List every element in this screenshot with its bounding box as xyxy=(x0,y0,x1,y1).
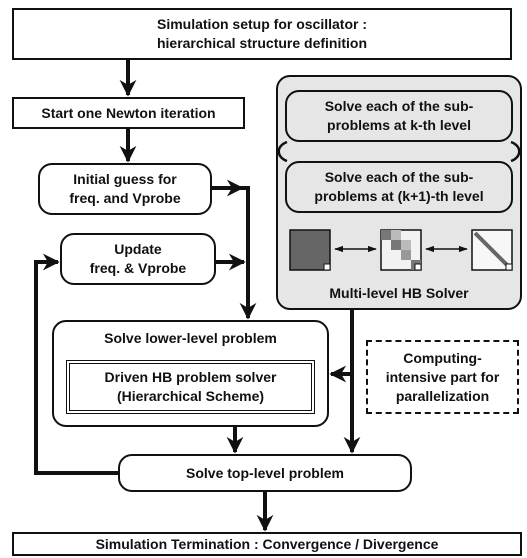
termination-label: Simulation Termination : Convergence / D… xyxy=(95,535,439,552)
solve-k-box: Solve each of the sub- problems at k-th … xyxy=(285,90,513,142)
top-level-label: Solve top-level problem xyxy=(186,464,344,481)
initial-guess-line-1: Initial guess for xyxy=(73,171,177,187)
newton-box: Start one Newton iteration xyxy=(12,97,245,129)
update-box: Update freq. & Vprobe xyxy=(60,233,216,285)
termination-box: Simulation Termination : Convergence / D… xyxy=(12,532,522,556)
computing-line-3: parallelization xyxy=(395,387,490,404)
solve-k-line-1: Solve each of the sub- xyxy=(324,98,474,114)
top-level-box: Solve top-level problem xyxy=(118,454,412,492)
solve-k1-box: Solve each of the sub- problems at (k+1)… xyxy=(285,161,513,213)
initial-guess-box: Initial guess for freq. and Vprobe xyxy=(38,163,212,215)
computing-line-1: Computing- xyxy=(403,349,482,366)
computing-line-2: intensive part for xyxy=(385,368,500,385)
setup-line-1: Simulation setup for oscillator : xyxy=(156,16,368,32)
level-brace-right xyxy=(510,140,521,163)
level-brace-left xyxy=(277,140,288,163)
matrix-icon-block xyxy=(380,229,422,271)
solve-k1-line-1: Solve each of the sub- xyxy=(324,169,474,185)
update-line-1: Update xyxy=(114,241,162,257)
arrow-feedback-loop xyxy=(34,253,118,475)
update-line-2: freq. & Vprobe xyxy=(89,260,187,276)
solve-k1-line-2: problems at (k+1)-th level xyxy=(314,188,484,204)
multilevel-hb-label: Multi-level HB Solver xyxy=(329,285,469,301)
matrix-icon-coarse xyxy=(289,229,331,271)
matrix-icon-diagonal xyxy=(471,229,513,271)
driven-hb-line-1: Driven HB problem solver xyxy=(104,369,277,385)
line-guess-down xyxy=(212,186,257,320)
setup-box: Simulation setup for oscillator : hierar… xyxy=(12,8,512,60)
lower-level-label: Solve lower-level problem xyxy=(104,330,277,346)
solve-k-line-2: problems at k-th level xyxy=(327,117,471,133)
initial-guess-line-2: freq. and Vprobe xyxy=(69,190,181,206)
newton-label: Start one Newton iteration xyxy=(41,104,216,121)
setup-line-2: hierarchical structure definition xyxy=(156,35,368,51)
driven-hb-box: Driven HB problem solver (Hierarchical S… xyxy=(66,360,315,414)
computing-intensive-box: Computing- intensive part for paralleliz… xyxy=(366,340,519,414)
driven-hb-line-2: (Hierarchical Scheme) xyxy=(116,388,265,404)
